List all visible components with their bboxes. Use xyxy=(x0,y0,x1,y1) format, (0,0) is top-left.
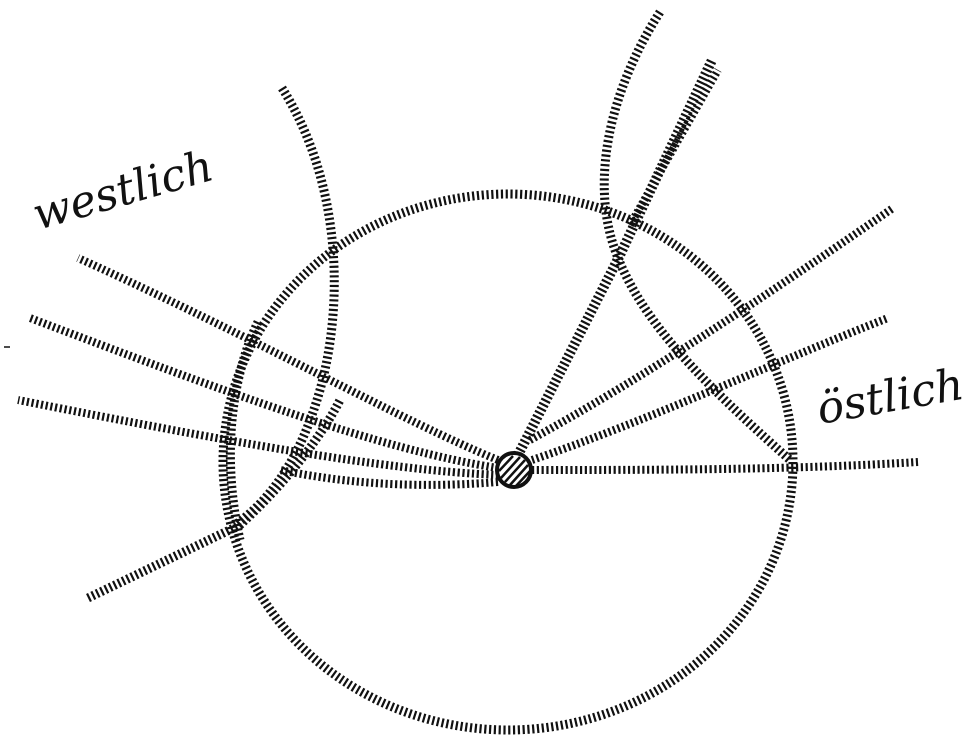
west-inner-arc xyxy=(230,322,258,540)
label-westlich: westlich xyxy=(27,141,219,241)
west-arc xyxy=(235,88,334,525)
label-oestlich: östlich xyxy=(813,359,966,435)
ray-west-3 xyxy=(18,400,498,475)
ray-east-low xyxy=(532,462,918,470)
ray-west-4 xyxy=(280,470,498,485)
